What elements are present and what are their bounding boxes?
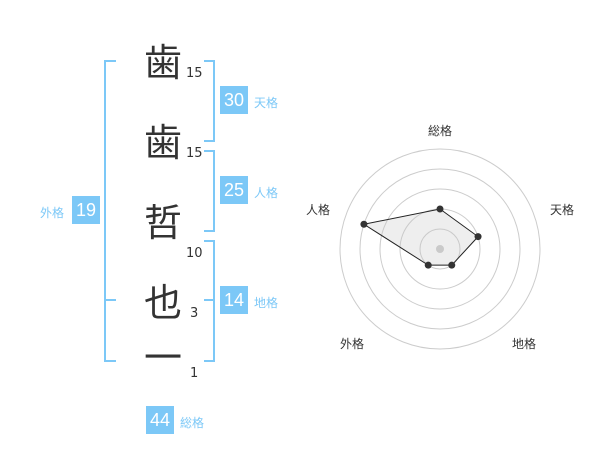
radar-axis-label: 外格 [340, 337, 365, 351]
bracket-tick [204, 299, 215, 301]
radar-point [474, 233, 482, 241]
gaikaku-label: 外格 [40, 206, 65, 220]
radar-axis-label: 人格 [306, 203, 331, 217]
radar-ring [359, 168, 521, 330]
jinkaku-label: 人格 [254, 186, 279, 200]
radar-polygon [362, 208, 479, 266]
radar-ring [379, 188, 501, 310]
radar-axis-label: 総格 [428, 124, 453, 138]
soukaku-value: 44 [146, 406, 174, 434]
radar-ring [339, 148, 541, 350]
radar-ring [419, 228, 461, 270]
radar-center [436, 245, 444, 253]
gaikaku-value: 19 [72, 196, 100, 224]
stroke-count: 10 [186, 246, 203, 261]
tenkaku-label: 天格 [254, 96, 279, 110]
tenkaku-value: 30 [220, 86, 248, 114]
chikaku-label: 地格 [254, 296, 279, 310]
gaikaku-bracket [104, 60, 116, 362]
soukaku-label: 総格 [180, 416, 205, 430]
stroke-count: 1 [190, 366, 199, 381]
stroke-count: 15 [186, 66, 203, 81]
stroke-count: 3 [190, 306, 199, 321]
radar-point [436, 205, 444, 213]
name-char: 一 [143, 336, 182, 380]
name-char: 也 [143, 281, 182, 325]
name-char: 哲 [143, 201, 182, 245]
chikaku-bracket [204, 240, 215, 362]
jinkaku-bracket [204, 150, 215, 232]
chikaku-value: 14 [220, 286, 248, 314]
radar-axis-label: 地格 [512, 337, 537, 351]
radar-axis-label: 天格 [550, 203, 575, 217]
radar-point [360, 220, 368, 228]
tenkaku-bracket [204, 60, 215, 142]
jinkaku-value: 25 [220, 176, 248, 204]
radar-point [448, 261, 456, 269]
stroke-count: 15 [186, 146, 203, 161]
name-char: 歯 [143, 41, 182, 85]
radar-point [424, 261, 432, 269]
name-char: 歯 [143, 121, 182, 165]
bracket-tick [104, 299, 116, 301]
